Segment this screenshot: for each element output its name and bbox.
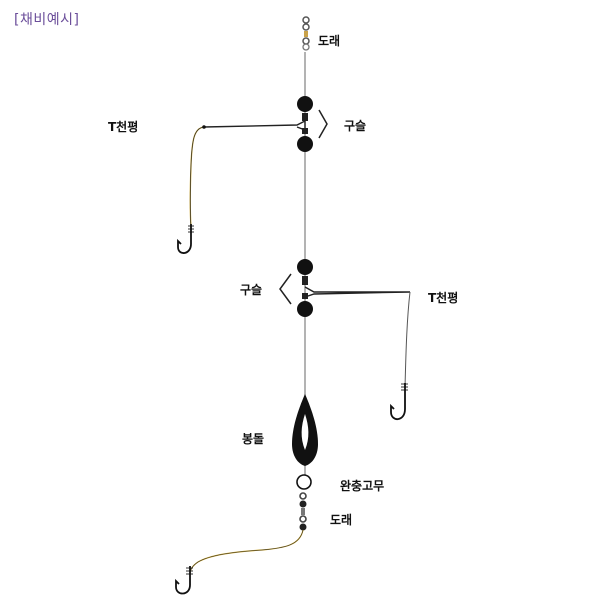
- tee-right-label: T천평: [428, 291, 459, 305]
- bottom-leader: [189, 529, 304, 575]
- bottom-swivel-icon: [299, 492, 307, 531]
- swivel-bottom-label: 도래: [330, 513, 353, 527]
- tee-left-label: T천평: [108, 120, 139, 134]
- cushion-label: 완충고무: [340, 479, 385, 493]
- middle-bead-assembly: [279, 259, 313, 317]
- swivel-top-label: 도래: [318, 34, 341, 48]
- bead-bracket-right: [318, 109, 328, 139]
- bead-bracket-left: [279, 273, 292, 305]
- left-hook-icon: [177, 224, 194, 254]
- bead-top-label: 구슬: [344, 119, 367, 133]
- bottom-hook-icon: [175, 566, 193, 595]
- page-title: [채비예시]: [14, 12, 80, 28]
- sinker-icon: [292, 394, 318, 466]
- left-tee-arm: [189, 119, 306, 229]
- cushion-ring-icon: [296, 474, 312, 490]
- middle-bead-bottom: [297, 301, 313, 317]
- middle-bead-top: [297, 259, 313, 275]
- sinker-label: 봉돌: [242, 432, 265, 446]
- upper-bead-assembly: [297, 96, 328, 152]
- upper-bead-bottom: [297, 136, 313, 152]
- bead-middle-label: 구슬: [240, 283, 263, 297]
- right-hook-icon: [390, 383, 408, 421]
- top-swivel-icon: [302, 16, 310, 51]
- upper-bead-top: [297, 96, 313, 112]
- right-tee-arm: [304, 286, 411, 389]
